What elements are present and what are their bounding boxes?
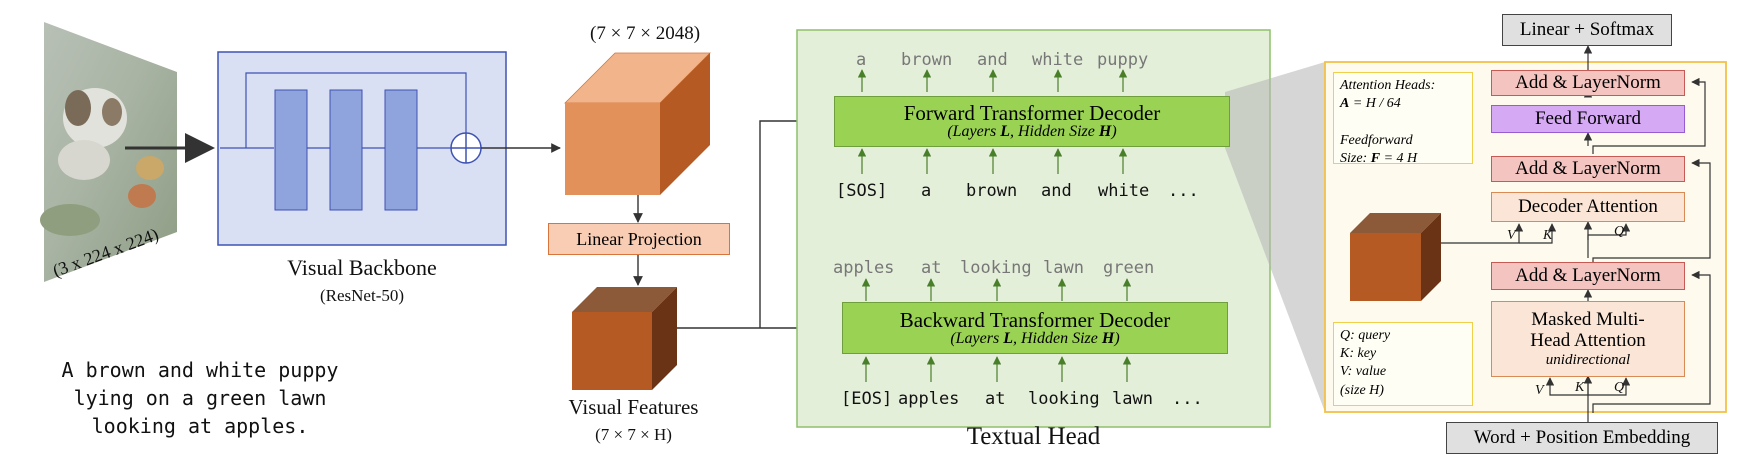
backward-decoder-box: Backward Transformer Decoder (Layers L, …	[842, 302, 1228, 354]
masked-attention-line2: Head Attention	[1530, 330, 1646, 352]
backward-output-token: looking	[960, 258, 1032, 278]
resnet-block-2	[329, 89, 363, 211]
backbone-subtitle: (ResNet-50)	[319, 286, 405, 305]
backward-decoder-subtitle: (Layers L, Hidden Size H)	[950, 329, 1120, 347]
linear-projection-box: Linear Projection	[548, 223, 730, 255]
backward-output-token: apples	[833, 258, 895, 278]
backward-output-token: green	[1103, 258, 1155, 278]
caption-text: A brown and white puppy lying on a green…	[50, 356, 350, 440]
residual-lines	[1592, 77, 1711, 413]
visual-features-cube	[572, 287, 677, 390]
forward-decoder-title: Forward Transformer Decoder	[903, 101, 1161, 126]
backward-input-token: looking	[1028, 389, 1100, 409]
backward-input-token: ...	[1172, 389, 1203, 409]
textual-head-panel	[796, 29, 1271, 428]
visual-features-shape: (7 × 7 × H)	[595, 425, 672, 444]
caption-line-1: A brown and white puppy	[61, 358, 339, 382]
forward-input-token: ...	[1168, 181, 1199, 201]
zoom-wedge	[1225, 62, 1325, 412]
forward-decoder-arrows	[857, 69, 1128, 174]
backward-decoder-title: Backward Transformer Decoder	[899, 307, 1171, 332]
forward-output-token: puppy	[1097, 50, 1149, 70]
forward-input-token: and	[1041, 181, 1072, 201]
backward-input-token: [EOS]	[841, 389, 893, 409]
forward-output-token: and	[977, 50, 1008, 70]
backward-input-token: apples	[898, 389, 960, 409]
layer-features-cube	[1350, 213, 1441, 301]
skip-connection	[245, 72, 467, 148]
forward-output-token: brown	[901, 50, 953, 70]
backward-output-token: at	[921, 258, 942, 278]
backbone-title: Visual Backbone	[287, 255, 437, 280]
forward-input-token: [SOS]	[836, 181, 888, 201]
feature-map-cube	[564, 52, 711, 195]
backward-output-token: lawn	[1043, 258, 1084, 278]
textual-head-title: Textual Head	[966, 423, 1101, 450]
layer-flow-arrows	[1441, 45, 1631, 428]
backward-decoder-arrows	[861, 278, 1132, 382]
feature-map-shape: (7 × 7 × 2048)	[590, 23, 701, 44]
embedding-box: Word + Position Embedding	[1446, 422, 1718, 454]
masked-attn-k-label: K	[1575, 380, 1585, 395]
masked-attn-v-label: V	[1535, 383, 1544, 398]
input-image	[40, 22, 177, 282]
forward-decoder-subtitle: (Layers L, Hidden Size H)	[947, 123, 1117, 141]
addnorm-box-1: Add & LayerNorm	[1491, 262, 1685, 290]
feedforward-box: Feed Forward	[1491, 105, 1685, 133]
backward-input-token: at	[985, 389, 1006, 409]
linear-softmax-box: Linear + Softmax	[1502, 14, 1672, 46]
masked-attn-q-label: Q	[1614, 380, 1625, 395]
forward-output-token: a	[856, 50, 867, 70]
decoder-attn-q-label: Q	[1614, 224, 1625, 239]
addnorm-box-3: Add & LayerNorm	[1491, 70, 1685, 96]
decoder-attn-k-label: K	[1543, 228, 1553, 243]
forward-decoder-box: Forward Transformer Decoder (Layers L, H…	[834, 96, 1230, 147]
forward-input-token: white	[1098, 181, 1150, 201]
masked-attention-box: Masked Multi- Head Attention unidirectio…	[1491, 301, 1685, 377]
caption-line-3: looking at apples.	[91, 414, 309, 438]
decoder-attention-box: Decoder Attention	[1491, 192, 1685, 222]
forward-input-token: a	[921, 181, 932, 201]
visual-features-title: Visual Features	[568, 395, 699, 419]
masked-attention-line1: Masked Multi-	[1531, 308, 1645, 330]
forward-output-token: white	[1032, 50, 1084, 70]
resnet-block-3	[384, 89, 418, 211]
resnet-block-1	[274, 89, 308, 211]
decoder-attn-v-label: V	[1507, 228, 1516, 243]
masked-attention-note: unidirectional	[1545, 352, 1631, 369]
addnorm-box-2: Add & LayerNorm	[1491, 156, 1685, 182]
backward-input-token: lawn	[1112, 389, 1153, 409]
caption-line-2: lying on a green lawn	[73, 386, 327, 410]
forward-input-token: brown	[966, 181, 1018, 201]
